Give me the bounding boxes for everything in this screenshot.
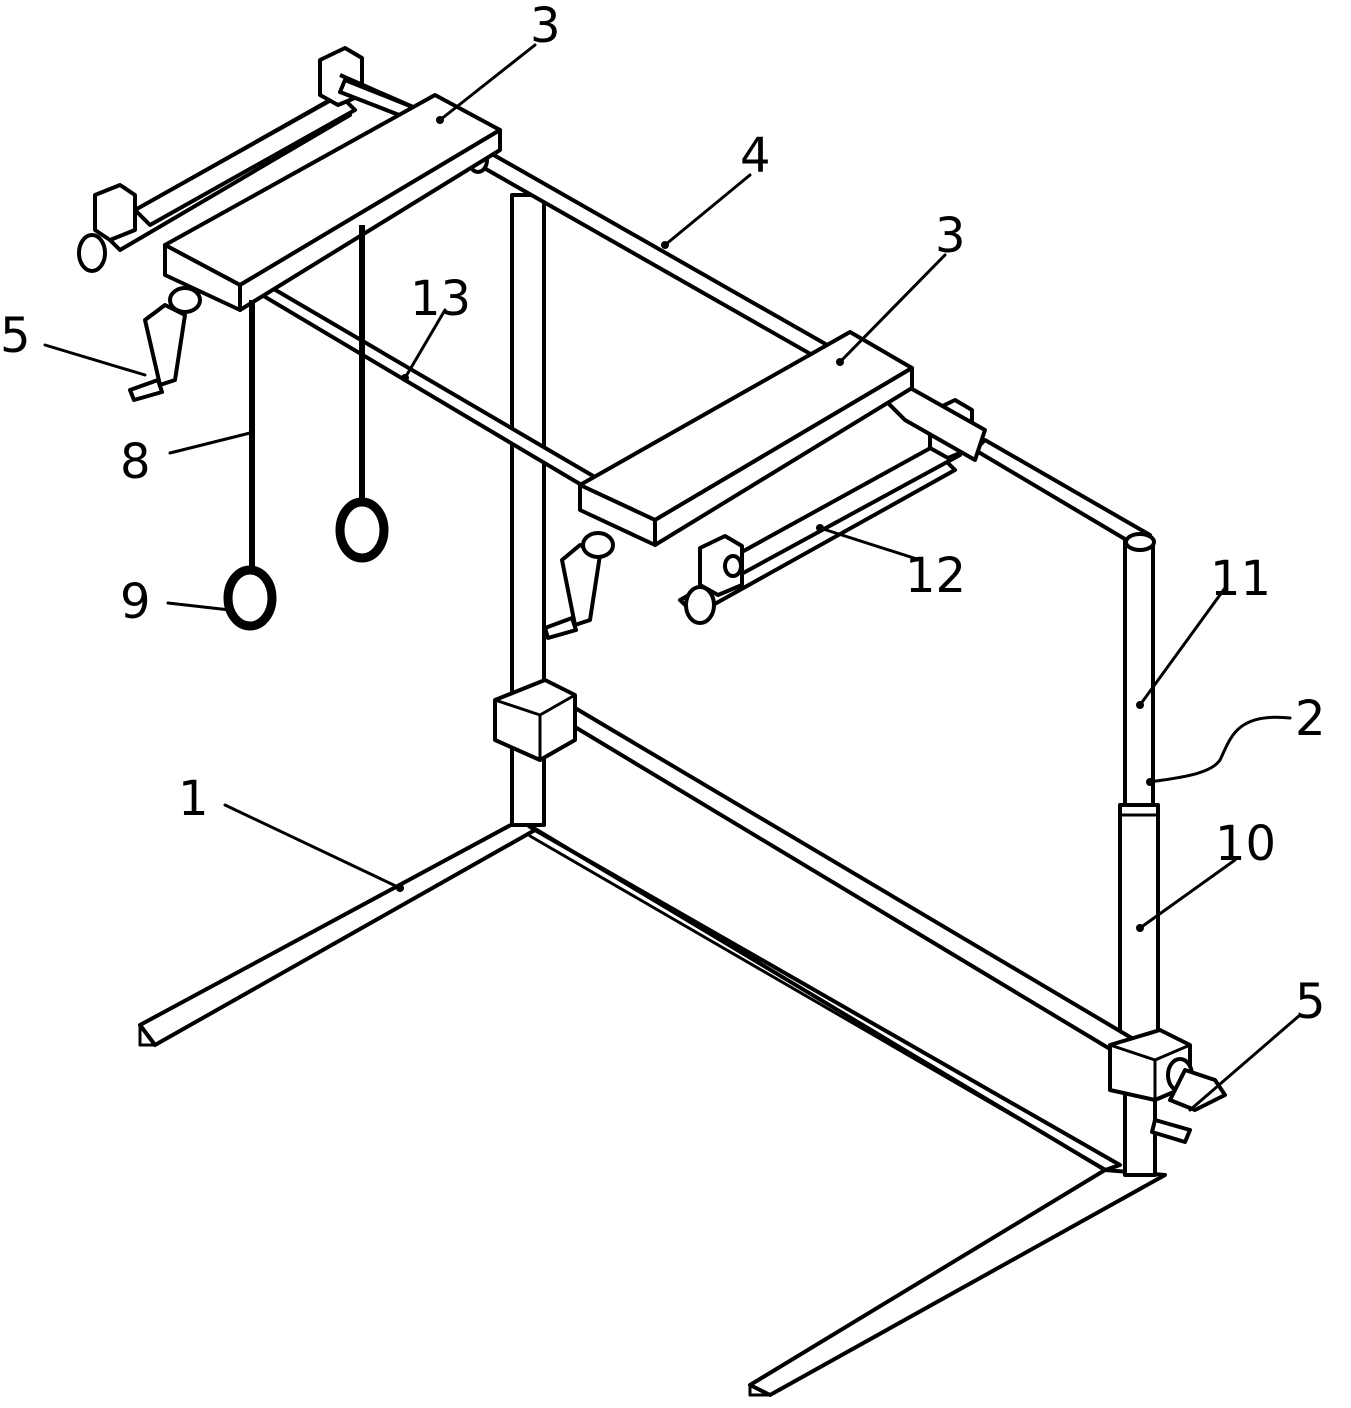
base-frame — [138, 818, 1167, 1397]
leader-lines — [43, 43, 1302, 1112]
label-telescopic-gap: 2 — [1295, 691, 1326, 747]
label-crank-right: 5 — [1295, 974, 1326, 1030]
label-upper-tube: 11 — [1210, 551, 1271, 607]
label-slider-right: 3 — [935, 208, 966, 264]
crank-right-lower — [1150, 1057, 1227, 1144]
label-slider-left: 3 — [530, 0, 561, 54]
top-rail — [467, 146, 1156, 552]
label-base: 1 — [178, 771, 209, 827]
rings-and-ropes — [223, 225, 389, 631]
label-cross-bar: 13 — [410, 271, 471, 327]
left-slider-assembly — [77, 46, 502, 402]
label-crank-left: 5 — [0, 308, 31, 364]
label-lower-tube: 10 — [1215, 816, 1276, 872]
label-top-bar: 4 — [740, 128, 771, 184]
lower-left-clamp — [493, 678, 577, 762]
part-labels: 3 4 3 13 5 8 9 12 11 2 10 5 1 — [0, 0, 1326, 1030]
leader-dots — [396, 116, 1154, 932]
upper-tube — [1123, 538, 1155, 812]
label-ring: 9 — [120, 574, 151, 630]
lower-rail — [550, 703, 1137, 1057]
label-roller: 12 — [905, 548, 966, 604]
right-slider-assembly — [543, 330, 987, 640]
label-rope: 8 — [120, 434, 151, 490]
